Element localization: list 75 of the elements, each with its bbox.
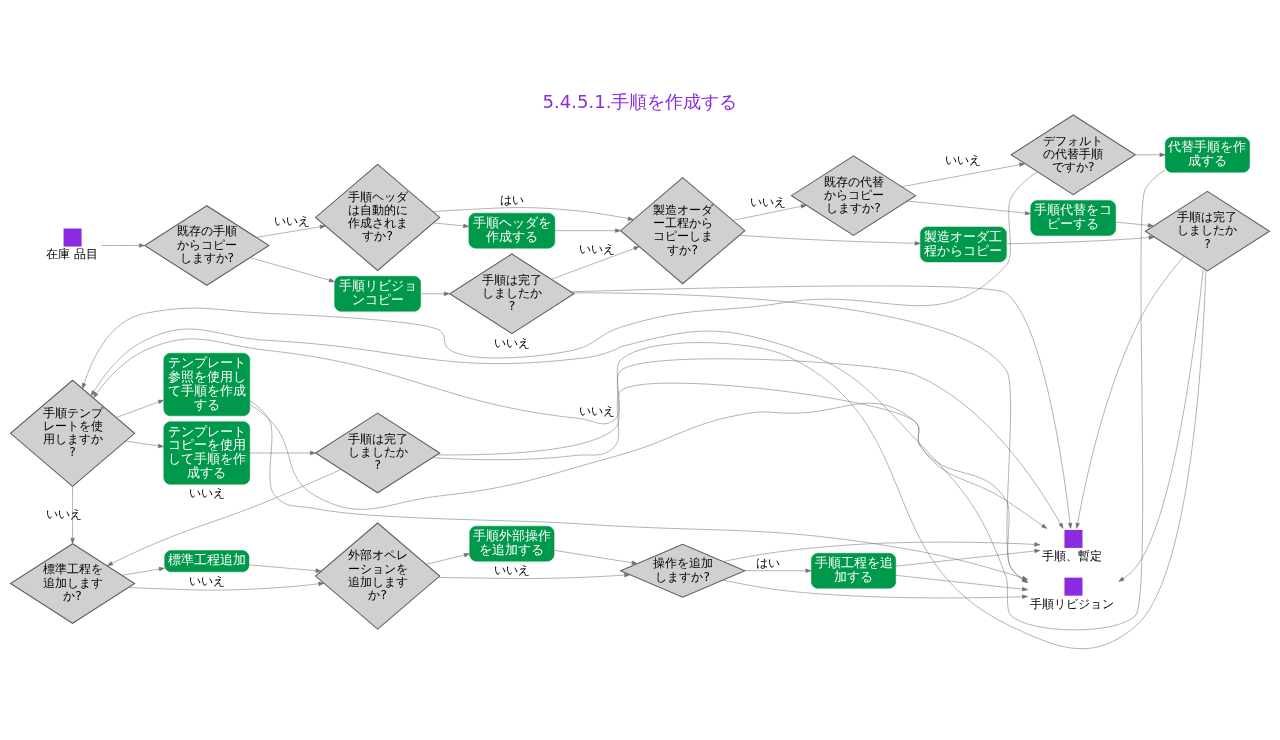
arrow bbox=[1135, 152, 1166, 157]
node-diamond: 手順は完了しましたか? bbox=[314, 412, 441, 494]
node-box: 手順リビジョンコピー bbox=[334, 276, 421, 312]
diagram-title: 5.4.5.1.手順を作成する bbox=[542, 90, 738, 112]
arrow bbox=[901, 162, 1026, 187]
arrow bbox=[90, 169, 1166, 631]
arrow bbox=[1006, 235, 1155, 245]
node-diamond: デフォルトの代替手順ですか? bbox=[1010, 114, 1137, 196]
arrow bbox=[551, 246, 640, 280]
node-diamond: 手順ヘッダは自動的に作成されますか? bbox=[314, 163, 441, 272]
arrow bbox=[437, 572, 631, 579]
arrow bbox=[907, 200, 1031, 216]
edge-label: いいえ bbox=[274, 214, 311, 229]
arrow bbox=[426, 553, 470, 565]
node-box bbox=[1064, 577, 1083, 596]
node-box: テンプレート参照を使用して手順を作成する bbox=[163, 352, 251, 417]
arrow bbox=[1075, 255, 1185, 529]
arrow bbox=[732, 204, 807, 221]
arrow bbox=[249, 450, 316, 456]
node-diamond: 操作を追加しますか? bbox=[619, 543, 747, 598]
arrow bbox=[106, 469, 342, 566]
edge-label: いいえ bbox=[750, 195, 787, 210]
node-diamond: 製造オーダー工程からコピーしますか? bbox=[619, 176, 746, 285]
arrow bbox=[553, 550, 638, 565]
arrow bbox=[436, 358, 1064, 529]
arrow bbox=[433, 222, 470, 228]
node-box: 代替手順を作成する bbox=[1164, 137, 1250, 173]
edge-label: はい bbox=[499, 192, 524, 207]
arrow bbox=[121, 566, 165, 576]
arrow bbox=[248, 564, 322, 573]
edge-label: いいえ bbox=[493, 335, 530, 350]
arrow bbox=[554, 228, 621, 233]
arrow bbox=[82, 171, 1038, 389]
arrow bbox=[128, 581, 325, 591]
arrow bbox=[70, 486, 75, 544]
edge-label: いいえ bbox=[493, 563, 530, 578]
arrow bbox=[256, 224, 326, 238]
node-diamond: 既存の手順からコピーしますか? bbox=[143, 205, 270, 286]
edge-label: はい bbox=[756, 556, 781, 571]
arrow bbox=[1115, 221, 1154, 228]
node-box bbox=[63, 228, 82, 247]
arrow bbox=[432, 207, 634, 221]
edge-label: いいえ bbox=[945, 153, 982, 168]
edge-label: いいえ bbox=[46, 507, 83, 522]
node-label: 在庫 品目 bbox=[46, 247, 98, 262]
arrow bbox=[895, 548, 1041, 567]
arrow bbox=[125, 440, 164, 448]
node-box: 手順外部操作を追加する bbox=[469, 525, 555, 562]
arrow bbox=[570, 285, 1073, 529]
arrow bbox=[116, 399, 164, 418]
node-box: 標準工程追加 bbox=[164, 550, 250, 573]
node-box: 手順代替をコピーする bbox=[1030, 200, 1116, 236]
arrow bbox=[249, 257, 335, 283]
arrow bbox=[101, 243, 145, 248]
edge-label: いいえ bbox=[188, 486, 225, 501]
edge-label: いいえ bbox=[579, 403, 616, 418]
node-box: テンプレートコピーを使用して手順を作成する bbox=[163, 421, 251, 485]
node-box: 製造オーダ工程からコピー bbox=[920, 226, 1007, 263]
arrow bbox=[1118, 268, 1204, 582]
edge-label: いいえ bbox=[188, 573, 225, 588]
node-label: 手順リビジョン bbox=[1030, 596, 1115, 611]
arrow bbox=[744, 568, 812, 573]
edge-label: いいえ bbox=[579, 241, 616, 256]
arrow bbox=[93, 269, 1207, 649]
arrow bbox=[723, 541, 1041, 562]
arrow bbox=[739, 234, 921, 246]
node-diamond: 標準工程を追加しますか? bbox=[9, 543, 136, 624]
arrow bbox=[420, 291, 450, 296]
node-label: 手順、暫定 bbox=[1042, 548, 1103, 563]
node-box: 手順工程を追加する bbox=[811, 552, 896, 589]
node-diamond: 既存の代替からコピーしますか? bbox=[790, 155, 917, 237]
node-box: 手順ヘッダを作成する bbox=[468, 212, 556, 249]
node-box bbox=[1064, 529, 1083, 548]
arrow bbox=[249, 403, 1048, 529]
node-diamond: 手順は完了しましたか? bbox=[448, 253, 575, 335]
